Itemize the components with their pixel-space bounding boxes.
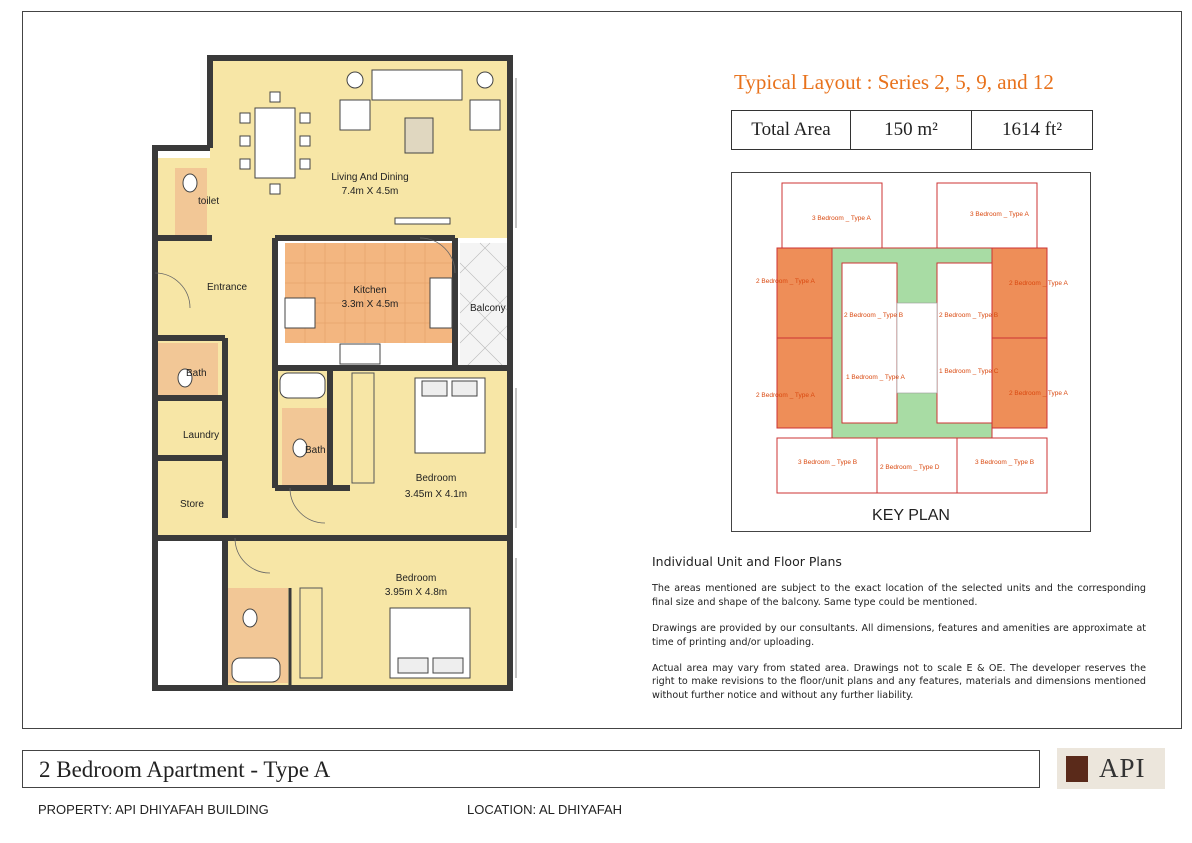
beds — [389, 377, 486, 679]
notes-paragraph-2: Drawings are provided by our consultants… — [652, 623, 1146, 648]
store-label: Store — [180, 499, 204, 510]
key-plan: 3 Bedroom _ Type A 3 Bedroom _ Type A 2 … — [731, 172, 1091, 532]
bath-fixtures — [177, 173, 326, 683]
balcony-label: Balcony — [470, 303, 506, 314]
notes-section: Individual Unit and Floor Plans The area… — [652, 555, 1146, 715]
balcony-hatch — [459, 242, 511, 369]
kp-label-right-upper: 2 Bedroom _ Type A — [1009, 280, 1068, 287]
key-plan-drawing: 3 Bedroom _ Type A 3 Bedroom _ Type A 2 … — [756, 182, 1068, 494]
kp-label-center-left-a: 1 Bedroom _ Type A — [846, 374, 905, 381]
kitchen-counter — [284, 277, 453, 365]
kp-label-bottom-right: 3 Bedroom _ Type B — [975, 459, 1034, 466]
bedroom1-label: Bedroom — [416, 473, 457, 484]
area-metric-cell: 150 m² — [850, 110, 972, 150]
notes-paragraph-3: Actual area may vary from stated area. D… — [652, 663, 1146, 701]
area-label-cell: Total Area — [731, 110, 851, 150]
property-label: PROPERTY: API DHIYAFAH BUILDING — [38, 802, 269, 817]
bedroom2-label: Bedroom — [396, 573, 437, 584]
dining-table — [239, 91, 311, 195]
kitchen-size-label: 3.3m X 4.5m — [342, 299, 399, 310]
kp-label-top-right: 3 Bedroom _ Type A — [970, 211, 1029, 218]
walls — [152, 55, 513, 691]
layout-title: Typical Layout : Series 2, 5, 9, and 12 — [734, 70, 1054, 94]
kp-label-right-lower: 2 Bedroom _ Type A — [1009, 390, 1068, 397]
kitchen-label: Kitchen — [353, 285, 386, 296]
door-swings — [154, 237, 456, 574]
logo-mark-icon — [1066, 756, 1088, 782]
kp-label-left-lower: 2 Bedroom _ Type A — [756, 392, 815, 399]
page-title: 2 Bedroom Apartment - Type A — [39, 757, 331, 782]
kp-label-center-left-b: 2 Bedroom _ Type B — [844, 312, 903, 319]
floor-plan: Living And Dining 7.4m X 4.5m toilet Ent… — [152, 55, 517, 691]
logo-text: API — [1099, 753, 1146, 783]
kp-label-bottom-left: 3 Bedroom _ Type B — [798, 459, 857, 466]
bedroom1-size-label: 3.45m X 4.1m — [405, 489, 467, 500]
kp-label-bottom-center: 2 Bedroom _ Type D — [880, 464, 940, 471]
title-bar: 2 Bedroom Apartment - Type A — [22, 750, 1040, 788]
living-label: Living And Dining — [331, 172, 408, 183]
bath1-label: Bath — [186, 368, 207, 379]
notes-paragraph-1: The areas mentioned are subject to the e… — [652, 583, 1146, 608]
api-logo: API — [1057, 748, 1165, 789]
laundry-label: Laundry — [183, 430, 219, 441]
living-size-label: 7.4m X 4.5m — [342, 186, 399, 197]
wardrobes — [299, 372, 375, 679]
notes-heading: Individual Unit and Floor Plans — [652, 554, 842, 569]
entrance-label: Entrance — [207, 282, 247, 293]
bedroom2-size-label: 3.95m X 4.8m — [385, 587, 447, 598]
bath2-label: Bath — [305, 445, 326, 456]
kp-label-top-left: 3 Bedroom _ Type A — [812, 215, 871, 222]
kp-label-center-right-b: 2 Bedroom _ Type B — [939, 312, 998, 319]
content-frame — [22, 11, 1182, 729]
kp-label-center-right-c: 1 Bedroom _ Type C — [939, 368, 999, 375]
kp-label-left-upper: 2 Bedroom _ Type A — [756, 278, 815, 285]
location-label: LOCATION: AL DHIYAFAH — [467, 802, 623, 817]
living-furniture — [339, 69, 501, 225]
area-table: Total Area 150 m² 1614 ft² — [731, 110, 1093, 150]
toilet-label: toilet — [198, 196, 219, 207]
key-plan-caption: KEY PLAN — [872, 507, 950, 524]
area-imperial-cell: 1614 ft² — [971, 110, 1093, 150]
key-plan-units — [776, 182, 1048, 494]
